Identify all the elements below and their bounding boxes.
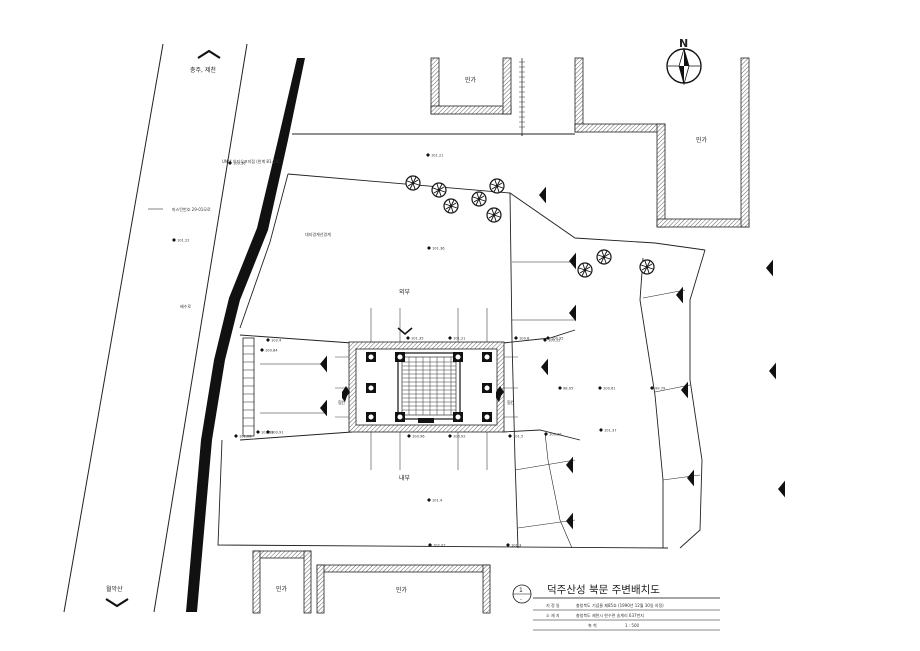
spot-level-marker <box>544 432 548 436</box>
spot-level-label: 100.96 <box>412 435 425 439</box>
spot-level-marker <box>508 434 512 438</box>
spot-level-label: 101.35 <box>411 337 424 341</box>
north-direction-arrow <box>197 49 221 59</box>
spot-level-marker <box>448 434 452 438</box>
spot-level-marker <box>228 161 232 165</box>
house-right <box>574 57 750 228</box>
to-south-peak-label: 월악산 <box>106 585 123 593</box>
title-row-label-3: 축 척 <box>588 622 597 628</box>
inside-label: 내부 <box>399 474 411 482</box>
spot-levels: 101.21 101.36 101.4 102.07 101.3 101.22 100.61… <box>172 153 666 548</box>
spot-level-label: 98.05 <box>563 387 573 391</box>
stair-strip <box>242 337 255 437</box>
spot-level-label: 100.36 <box>549 433 562 437</box>
spot-level-label: 101.22 <box>177 239 190 243</box>
spot-level-label: 102.36 <box>233 162 246 166</box>
north-label: N <box>679 37 688 50</box>
spot-level-marker <box>266 430 270 434</box>
spot-level-marker <box>546 336 550 340</box>
land-boundary-note: 대지경계선경계 <box>305 231 331 237</box>
spot-level-marker <box>448 336 452 340</box>
title-row-value-2: 충청북도 제천시 한수면 송계리 637번지 <box>576 612 644 618</box>
spot-level-marker <box>234 434 238 438</box>
retaining-wall <box>186 58 305 612</box>
spot-level-marker <box>260 348 264 352</box>
spot-level-marker <box>427 498 431 502</box>
gate-structure <box>335 308 518 470</box>
road-small-note: UN대 아지오프지점 (한계 81-10) <box>222 158 280 164</box>
spot-level-label: 100.61 <box>603 387 616 391</box>
house-bottom-center-label: 민가 <box>396 586 408 594</box>
spot-level-label: 100.92 <box>453 435 466 439</box>
spot-level-marker <box>599 428 603 432</box>
title-row-label-1: 지 정 일 <box>546 602 560 608</box>
spot-level-marker <box>172 238 176 242</box>
guard-left-label: 협칸 <box>338 399 346 405</box>
spot-level-label: 101.5 <box>513 435 523 439</box>
fence-top <box>519 58 525 136</box>
spot-level-marker <box>256 430 260 434</box>
spot-level-marker <box>650 386 654 390</box>
spot-level-label: 101.36 <box>432 247 445 251</box>
north-arrow-icon <box>666 47 702 86</box>
house-right-label: 민가 <box>696 136 708 144</box>
house-bottom-center <box>316 564 491 614</box>
spot-level-label: 100.91 <box>271 431 284 435</box>
spot-level-marker <box>406 336 410 340</box>
road <box>63 43 305 613</box>
title-row-value-3: 1 : 500 <box>625 623 640 628</box>
drain-label: 배수로 <box>180 303 191 309</box>
spot-level-marker <box>558 386 562 390</box>
drawing-title: 덕주산성 북문 주변배치도 <box>547 584 660 596</box>
title-scale-symbol: - <box>520 597 522 603</box>
house-bottom-left-label: 민가 <box>276 585 288 593</box>
spot-level-marker <box>428 543 432 547</box>
spot-level-label: 100.95 <box>551 337 564 341</box>
spot-level-label: 101.4 <box>432 499 443 503</box>
spot-level-marker <box>426 153 430 157</box>
spot-level-label: 102.4 <box>271 339 282 343</box>
guard-right-label: 협칸 <box>507 399 515 405</box>
road-note: 마스턴번호 29-01모로 <box>172 206 211 212</box>
site-boundary <box>217 133 706 549</box>
spot-level-label: 100.22 <box>548 339 561 343</box>
outside-label: 외부 <box>399 289 411 296</box>
spot-level-label: 101.28 <box>239 435 252 439</box>
spot-level-marker <box>598 386 602 390</box>
spot-level-marker <box>407 434 411 438</box>
spot-level-marker <box>543 338 547 342</box>
spot-level-marker <box>514 336 518 340</box>
spot-level-label: 102.07 <box>433 544 446 548</box>
spot-level-label: 101.3 <box>511 544 521 548</box>
spot-level-label: 101.38 <box>261 431 274 435</box>
south-direction-arrow <box>105 598 129 608</box>
house-top-label: 민가 <box>465 76 477 84</box>
spot-level-label: 99.79 <box>655 387 666 391</box>
spot-level-marker <box>506 543 510 547</box>
house-top <box>430 57 512 115</box>
spot-level-label: 101.21 <box>431 154 444 158</box>
spot-level-label: 100.8 <box>519 337 530 341</box>
spot-level-label: 101.37 <box>604 429 617 433</box>
title-row-value-1: 충청북도 기념물 제85호 (1990년 12월 30일 지정) <box>576 602 664 608</box>
title-number: 1 <box>519 587 523 594</box>
house-bottom-left <box>252 550 312 614</box>
title-row-label-2: 소 재 지 <box>546 612 560 618</box>
title-block <box>512 584 720 631</box>
spot-level-marker <box>266 338 270 342</box>
spot-level-marker <box>427 246 431 250</box>
spot-level-label: 100.84 <box>265 349 278 353</box>
spot-level-label: 101.21 <box>453 337 466 341</box>
to-north-town-label: 충주, 제천 <box>190 66 216 74</box>
